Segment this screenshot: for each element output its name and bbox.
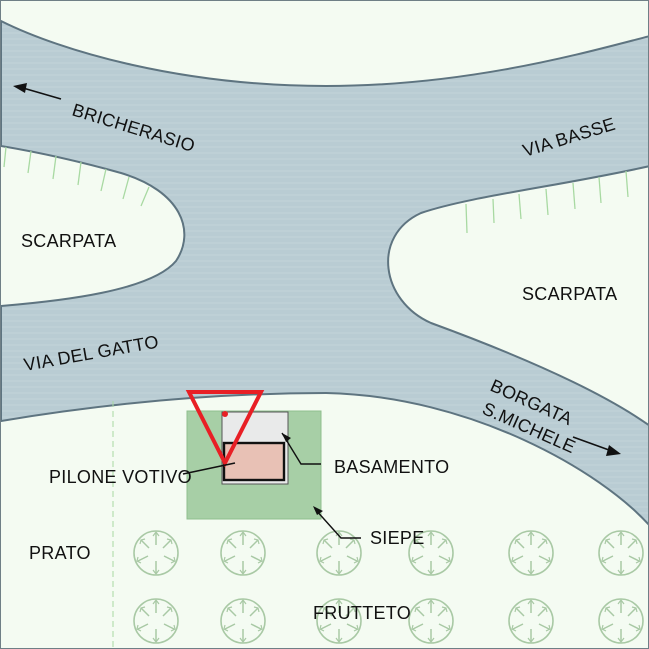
area-label-prato: PRATO — [29, 543, 91, 563]
callout-pilone-votivo: PILONE VOTIVO — [49, 467, 192, 487]
slope-hatch-right — [465, 170, 629, 234]
warning-triangle-icon — [185, 390, 265, 468]
area-label-scarpata-right: SCARPATA — [522, 284, 617, 304]
callout-basamento: BASAMENTO — [334, 457, 449, 477]
area-label-frutteto: FRUTTETO — [313, 603, 411, 623]
pilone-leader — [182, 462, 236, 475]
direction-arrow-icon — [282, 433, 291, 442]
road-network — [1, 19, 648, 526]
callout-siepe: SIEPE — [370, 528, 425, 548]
area-label-scarpata-left: SCARPATA — [21, 231, 116, 251]
direction-arrow-icon — [313, 506, 323, 515]
direction-arrow-icon — [13, 83, 62, 100]
slope-hatch-left — [3, 146, 150, 207]
basamento-leader — [281, 432, 321, 465]
direction-arrow-icon — [572, 436, 621, 456]
siepe-leader — [314, 508, 361, 539]
